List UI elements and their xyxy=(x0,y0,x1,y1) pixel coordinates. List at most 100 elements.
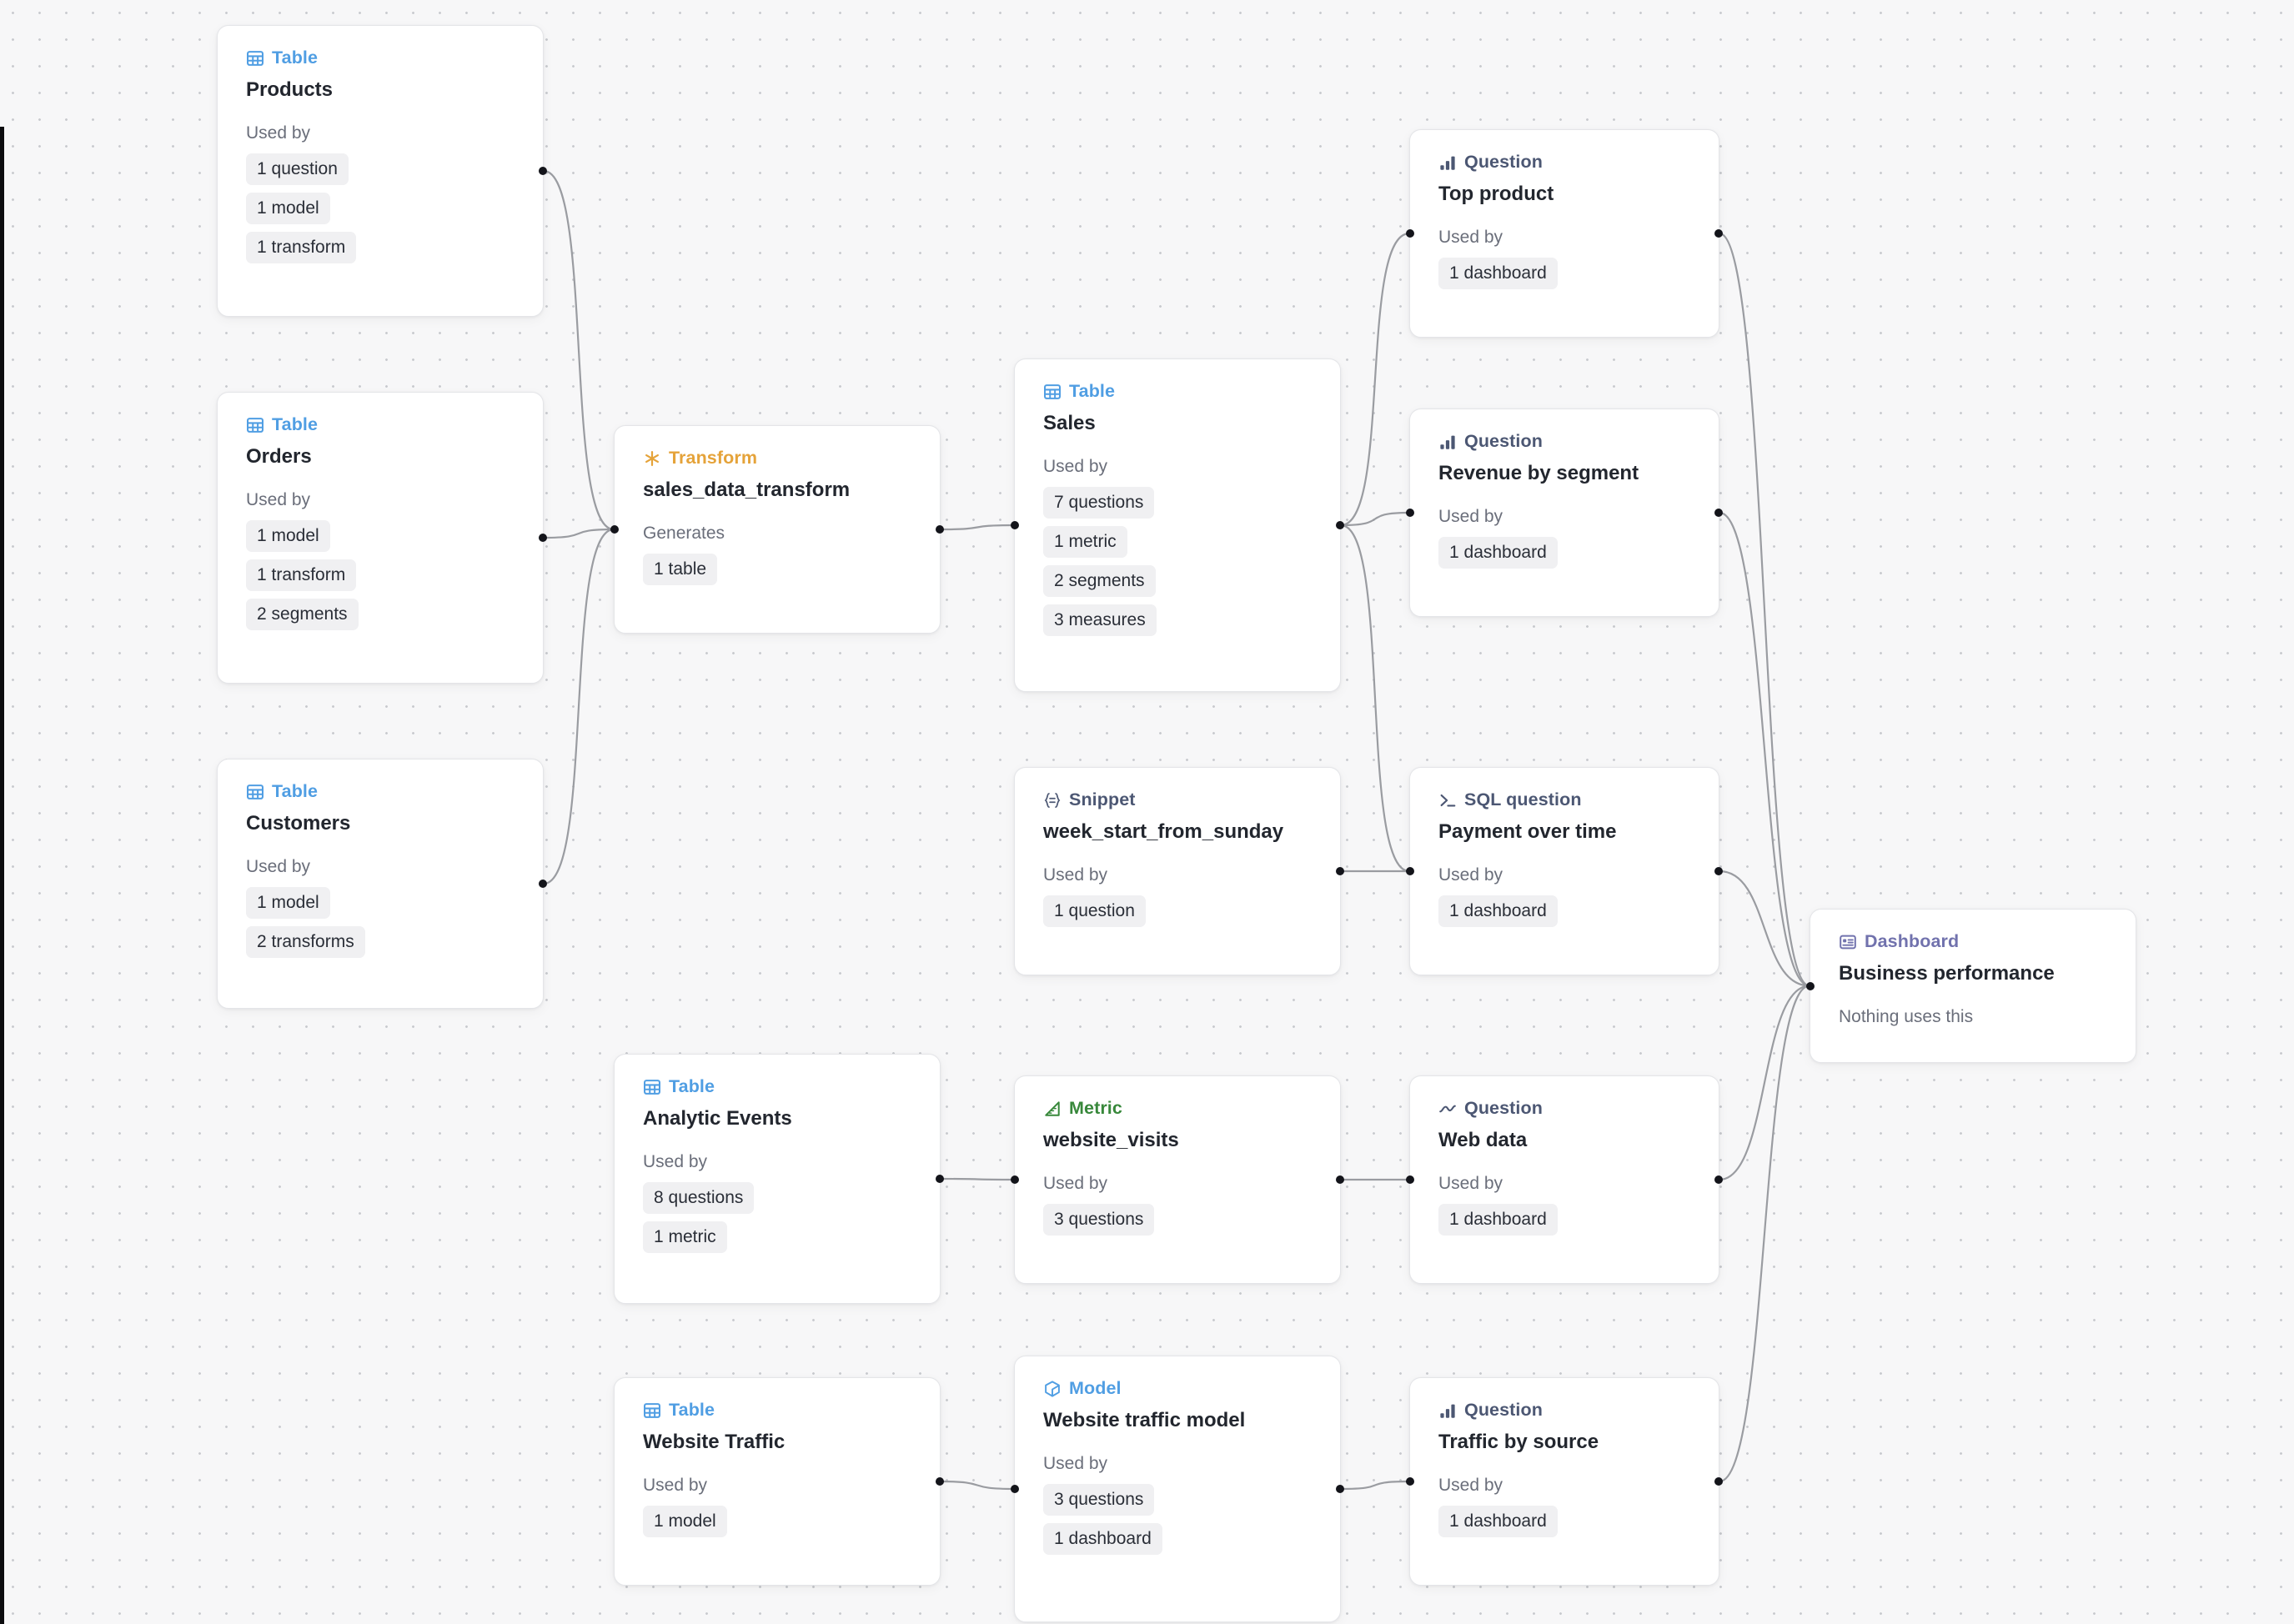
node-handle-left[interactable] xyxy=(1011,1485,1019,1493)
node-section-label: Nothing uses this xyxy=(1839,1006,1974,1026)
node-type-row: Table xyxy=(1043,383,1312,401)
node-handle-right[interactable] xyxy=(1714,867,1723,875)
node-chip[interactable]: 1 dashboard xyxy=(1438,895,1558,927)
node-type-row: Table xyxy=(643,1401,911,1420)
node-handle-left[interactable] xyxy=(1406,1477,1414,1486)
node-type-label: Question xyxy=(1464,431,1543,452)
node-chip[interactable]: 3 questions xyxy=(1043,1203,1155,1236)
node-chip[interactable]: 1 transform xyxy=(246,231,357,263)
node-chip[interactable]: 3 measures xyxy=(1043,604,1157,636)
node-chip[interactable]: 1 model xyxy=(643,1505,727,1537)
node-handle-right[interactable] xyxy=(1336,1485,1344,1493)
node-handle-left[interactable] xyxy=(1011,1175,1019,1184)
node-handle-right[interactable] xyxy=(1714,229,1723,238)
node-title: Top product xyxy=(1438,183,1554,205)
node-handle-left[interactable] xyxy=(1406,867,1414,875)
node-handle-left[interactable] xyxy=(610,525,619,534)
node-chip[interactable]: 1 dashboard xyxy=(1438,536,1558,569)
graph-edge xyxy=(1719,985,1810,1181)
metric-icon xyxy=(1043,1100,1062,1118)
node-handle-right[interactable] xyxy=(1714,1175,1723,1184)
node-handle-right[interactable] xyxy=(539,167,547,175)
node-handle-right[interactable] xyxy=(1336,1175,1344,1184)
node-type-label: Dashboard xyxy=(1865,931,1960,952)
node-chip[interactable]: 1 question xyxy=(246,153,349,185)
node-type-label: Metric xyxy=(1069,1098,1122,1119)
node-chip[interactable]: 1 dashboard xyxy=(1043,1522,1162,1555)
node-handle-right[interactable] xyxy=(1714,1477,1723,1486)
terminal-icon xyxy=(1438,791,1457,809)
node-section-label: Used by xyxy=(1438,1173,1503,1193)
node-chip[interactable]: 3 questions xyxy=(1043,1483,1155,1516)
node-chip[interactable]: 1 metric xyxy=(643,1221,727,1253)
bar-chart-icon xyxy=(1438,1401,1457,1420)
node-chip[interactable]: 1 question xyxy=(1043,895,1146,927)
node-chip[interactable]: 1 model xyxy=(246,519,330,552)
table-icon xyxy=(643,1078,661,1096)
node-chip[interactable]: 7 questions xyxy=(1043,486,1155,519)
node-handle-right[interactable] xyxy=(936,1477,944,1486)
node-type-label: Transform xyxy=(669,448,758,469)
graph-edge xyxy=(1719,985,1810,1483)
node-section-label: Used by xyxy=(1438,1475,1503,1495)
node-section-label: Used by xyxy=(1438,227,1503,247)
node-chip[interactable]: 1 model xyxy=(246,192,330,224)
node-title: sales_data_transform xyxy=(643,479,851,501)
node-handle-left[interactable] xyxy=(1011,521,1019,529)
node-type-label: Snippet xyxy=(1069,789,1136,810)
node-chip[interactable]: 1 table xyxy=(643,553,718,585)
node-handle-right[interactable] xyxy=(936,1175,944,1183)
node-handle-right[interactable] xyxy=(539,880,547,888)
node-chip[interactable]: 1 transform xyxy=(246,559,357,591)
node-handle-right[interactable] xyxy=(1336,867,1344,875)
node-title: Website traffic model xyxy=(1043,1409,1246,1431)
node-chip[interactable]: 2 transforms xyxy=(246,925,365,958)
graph-edge xyxy=(1719,232,1810,987)
node-type-row: Model xyxy=(1043,1380,1312,1398)
node-chip[interactable]: 1 dashboard xyxy=(1438,257,1558,289)
node-handle-right[interactable] xyxy=(936,525,944,534)
left-edge-rail xyxy=(0,127,4,1624)
node-handle-left[interactable] xyxy=(1406,509,1414,517)
node-chip[interactable]: 2 segments xyxy=(246,598,359,630)
node-chip-list: 1 dashboard xyxy=(1438,536,1690,569)
node-chip[interactable]: 2 segments xyxy=(1043,564,1156,597)
node-chip-list: 1 question 1 model 1 transform xyxy=(246,153,515,263)
node-chip-list: 7 questions 1 metric 2 segments 3 measures xyxy=(1043,486,1312,636)
node-chip[interactable]: 1 metric xyxy=(1043,525,1127,558)
node-chip[interactable]: 1 dashboard xyxy=(1438,1203,1558,1236)
node-chip[interactable]: 1 dashboard xyxy=(1438,1505,1558,1537)
node-section-label: Used by xyxy=(1043,1173,1108,1193)
node-chip[interactable]: 1 model xyxy=(246,886,330,919)
node-title: Traffic by source xyxy=(1438,1431,1599,1453)
node-type-label: Table xyxy=(669,1076,715,1097)
node-handle-right[interactable] xyxy=(1714,509,1723,517)
node-handle-right[interactable] xyxy=(539,534,547,542)
node-section-label: Generates xyxy=(643,523,725,543)
bar-chart-icon xyxy=(1438,153,1457,172)
node-chip[interactable]: 8 questions xyxy=(643,1181,755,1214)
node-type-row: Dashboard xyxy=(1839,933,2107,951)
node-handle-left[interactable] xyxy=(1806,981,1815,990)
node-handle-left[interactable] xyxy=(1406,229,1414,238)
node-handle-left[interactable] xyxy=(1406,1175,1414,1184)
node-handle-right[interactable] xyxy=(1336,521,1344,529)
node-title: Sales xyxy=(1043,412,1096,434)
